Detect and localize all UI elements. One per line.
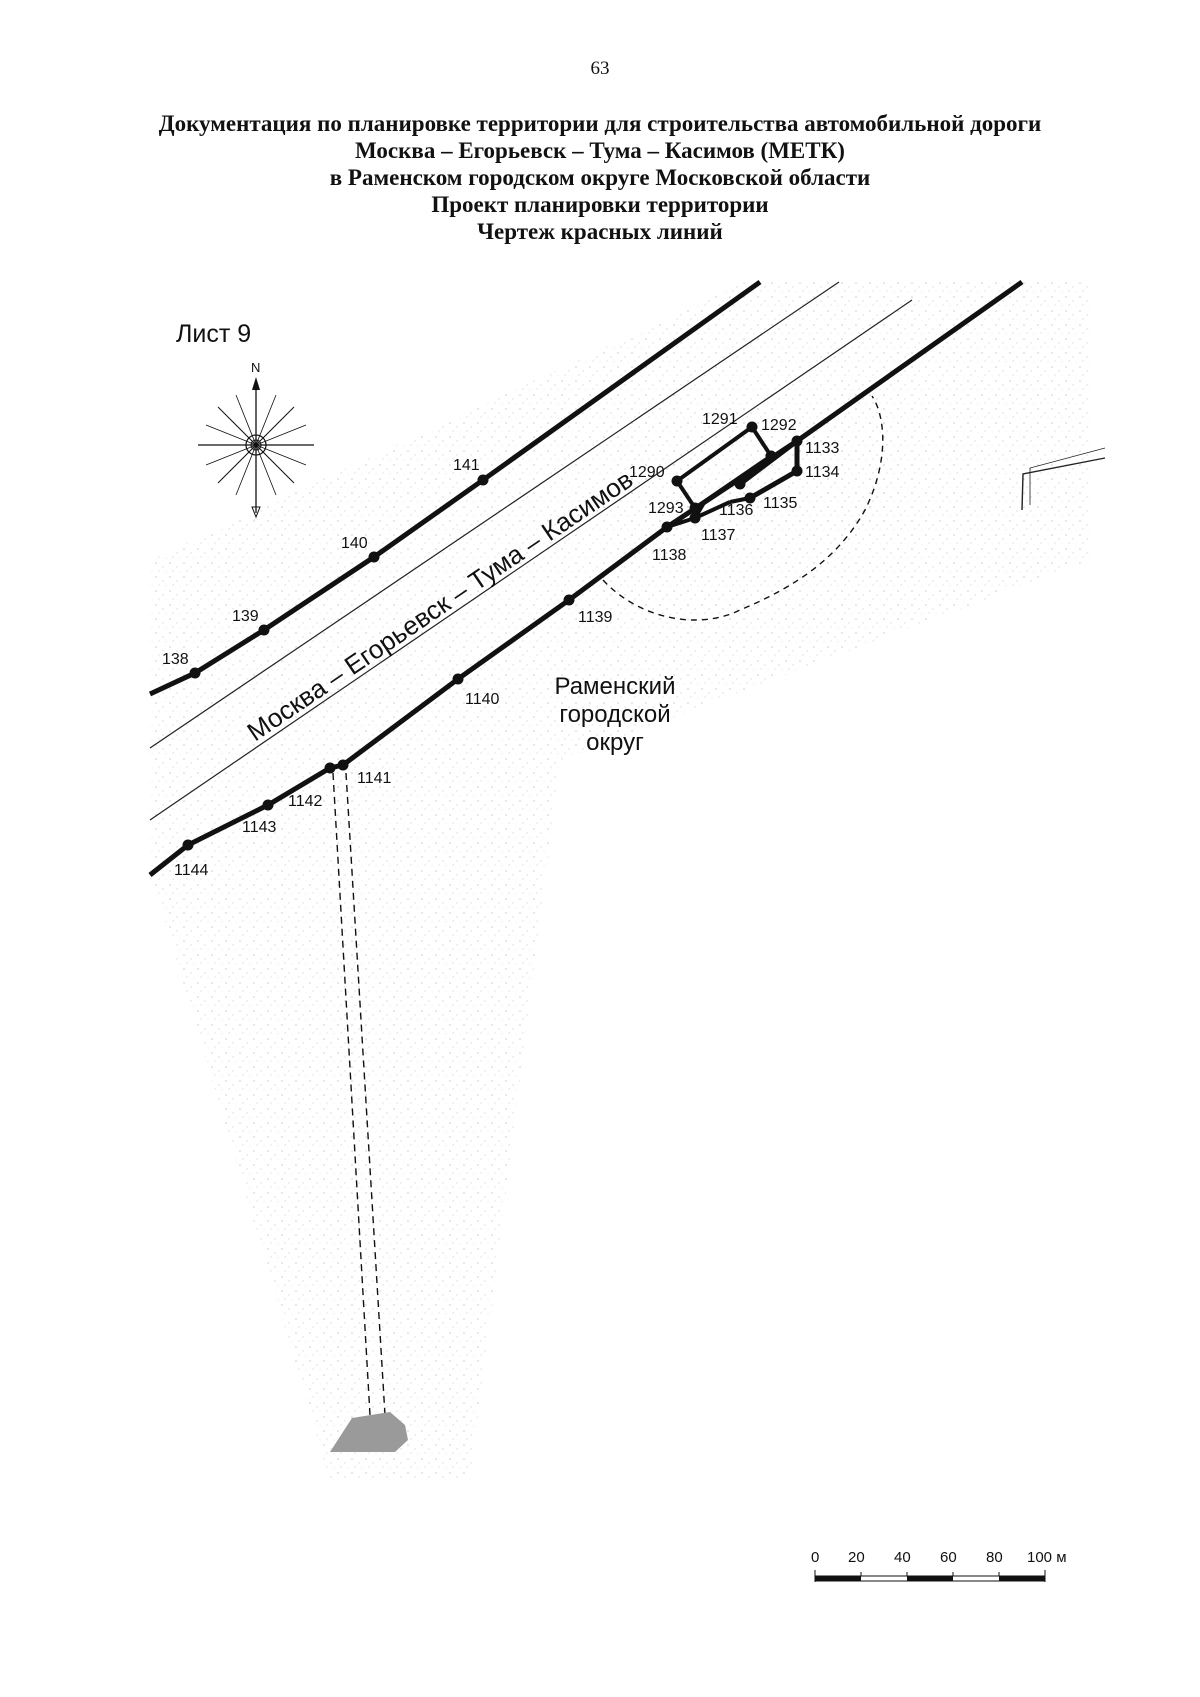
label-1292: 1292: [761, 417, 797, 434]
title-line-4: Проект планировки территории: [431, 192, 769, 217]
point-1293: [689, 502, 701, 514]
terminal-area: [330, 1412, 408, 1452]
region-line-3: округ: [586, 729, 644, 756]
scale-label-40: 40: [894, 1549, 911, 1566]
point-1134: [791, 465, 803, 477]
label-1135: 1135: [763, 495, 798, 512]
label-1142: 1142: [288, 793, 323, 810]
page-number: 63: [590, 58, 610, 79]
point-138: [189, 667, 201, 679]
title-line-5: Чертеж красных линий: [477, 219, 723, 244]
region-label: Раменский городской округ: [520, 673, 710, 757]
label-1291: 1291: [702, 411, 738, 428]
point-1141: [337, 759, 349, 771]
point-1137: [689, 512, 701, 524]
point-1133: [791, 435, 803, 447]
point-1144: [182, 839, 194, 851]
region-line-1: Раменский: [554, 673, 676, 700]
red-line-north: [148, 279, 762, 697]
point-140: [368, 551, 380, 563]
point-139: [258, 624, 270, 636]
point-1142: [324, 762, 336, 774]
label-1137: 1137: [701, 527, 736, 544]
point-1290: [671, 475, 683, 487]
point-1140: [452, 673, 464, 685]
point-1292: [765, 450, 777, 462]
sheet-label: Лист 9: [176, 320, 252, 348]
point-1136: [734, 478, 746, 490]
label-141: 141: [453, 457, 480, 474]
point-labels: 138 139 140 141 1144 1143 1142 1141 1140…: [162, 411, 840, 879]
label-1141: 1141: [357, 770, 392, 787]
road-edges: [149, 281, 913, 821]
compass-north-label: N: [251, 360, 260, 375]
label-1293: 1293: [648, 500, 684, 517]
label-1136: 1136: [719, 502, 754, 519]
right-fragment: [1021, 447, 1106, 511]
title-line-3: в Раменском городском округе Московской …: [329, 165, 871, 190]
label-140: 140: [341, 535, 368, 552]
point-1139: [563, 594, 575, 606]
label-139: 139: [232, 608, 259, 625]
compass-rose: N: [198, 360, 314, 519]
label-1134: 1134: [805, 464, 840, 481]
boundary-points: [182, 421, 803, 851]
scale-label-0: 0: [811, 1549, 819, 1566]
label-1140: 1140: [465, 691, 500, 708]
scale-label-60: 60: [940, 1549, 957, 1566]
point-1135: [744, 492, 756, 504]
label-1139: 1139: [578, 609, 613, 626]
document-title: Документация по планировке территории дл…: [0, 110, 1200, 245]
title-line-1: Документация по планировке территории дл…: [158, 111, 1042, 136]
point-141: [477, 474, 489, 486]
scale-label-20: 20: [848, 1549, 865, 1566]
point-1291: [746, 421, 758, 433]
label-1133: 1133: [805, 440, 840, 457]
label-1143: 1143: [242, 819, 277, 836]
scale-bar: 0 20 40 60 80 100 м: [811, 1549, 1067, 1582]
label-1138: 1138: [652, 547, 687, 564]
label-138: 138: [162, 651, 189, 668]
label-1290: 1290: [629, 464, 665, 481]
point-1143: [262, 799, 274, 811]
terrain-shading: [150, 280, 1090, 1480]
label-1144: 1144: [174, 862, 209, 879]
region-line-2: городской: [559, 701, 671, 728]
point-1138: [661, 521, 673, 533]
scale-label-100: 100 м: [1027, 1549, 1067, 1566]
scale-label-80: 80: [986, 1549, 1003, 1566]
title-line-2: Москва – Егорьевск – Тума – Касимов (МЕТ…: [355, 138, 845, 163]
